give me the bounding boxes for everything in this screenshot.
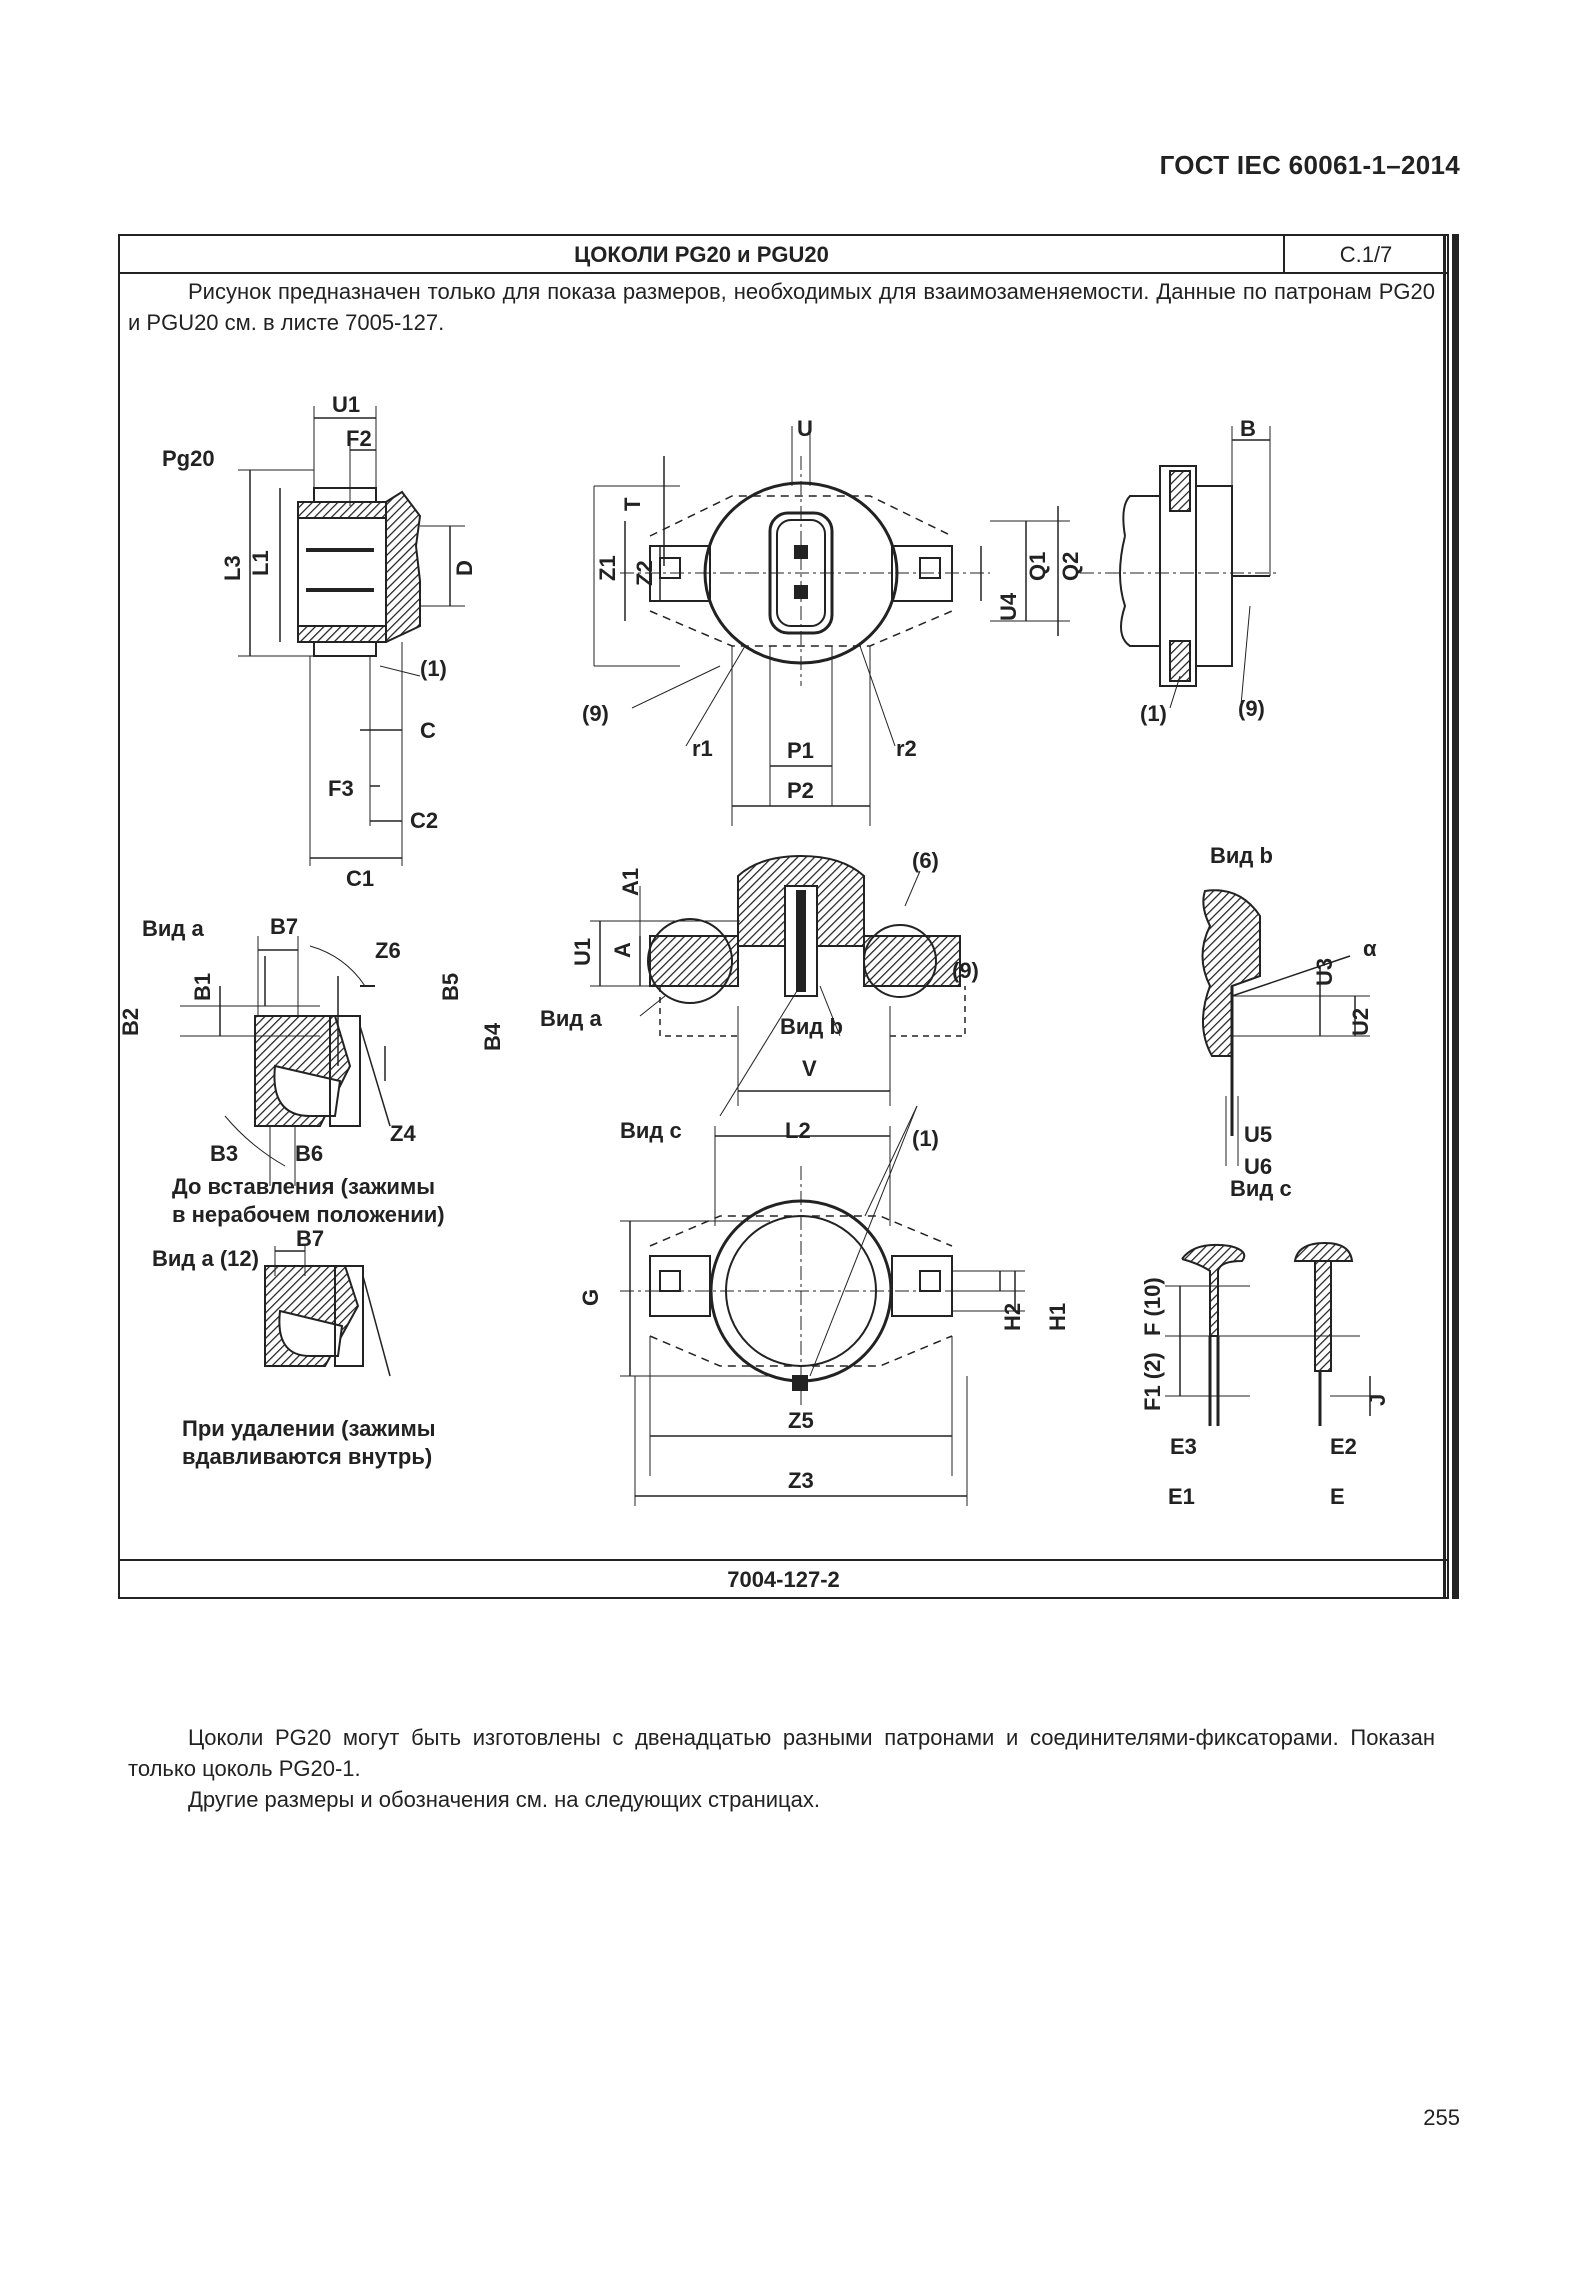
dim-T: T — [620, 497, 645, 511]
dim-F1-2: F1 (2) — [1140, 1352, 1165, 1411]
dim-U6: U6 — [1244, 1154, 1272, 1179]
dim-D: D — [452, 560, 477, 576]
sheet-title: ЦОКОЛИ PG20 и PGU20 — [120, 236, 1285, 272]
label-view-c: Вид с — [1230, 1176, 1292, 1201]
label-on-remove-2: вдавливаются внутрь) — [182, 1444, 432, 1469]
frame-edge-line — [1443, 234, 1446, 1599]
label-view-a: Вид а — [142, 916, 204, 941]
label-view-b: Вид b — [1210, 843, 1273, 868]
view-a-detail — [180, 936, 391, 1186]
dim-G: G — [578, 1289, 603, 1306]
dim-B2: B2 — [120, 1008, 143, 1036]
title-row: ЦОКОЛИ PG20 и PGU20 С.1/7 — [120, 236, 1447, 274]
dim-P1: P1 — [787, 738, 814, 763]
dim-Z5: Z5 — [788, 1408, 814, 1433]
note-1: Цоколи PG20 могут быть изготовлены с две… — [128, 1725, 1435, 1781]
dim-U5: U5 — [1244, 1122, 1272, 1147]
dim-Z2: Z2 — [632, 560, 657, 586]
frame-edge-bar — [1452, 234, 1459, 1599]
end-view — [1080, 426, 1280, 717]
dim-Z4: Z4 — [390, 1121, 416, 1146]
ref-9-end: (9) — [1238, 696, 1265, 721]
dim-B3: B3 — [210, 1141, 238, 1166]
ref-9-top: (9) — [582, 701, 609, 726]
dim-A1: A1 — [618, 868, 643, 896]
dim-F10: F (10) — [1140, 1277, 1165, 1336]
dim-U3: U3 — [1312, 958, 1337, 986]
dim-H2: H2 — [1000, 1303, 1025, 1331]
dim-B5: B5 — [438, 973, 463, 1001]
view-a12-detail — [264, 1246, 391, 1377]
dim-B: B — [1240, 416, 1256, 441]
view-b-detail — [1201, 889, 1370, 1166]
label-before-insert-1: До вставления (зажимы — [172, 1174, 435, 1199]
dim-B4: B4 — [480, 1022, 505, 1051]
label-view-a12: Вид а (12) — [152, 1246, 259, 1271]
ref-6: (6) — [912, 848, 939, 873]
side-view-pg20 — [238, 406, 465, 866]
dim-L2: L2 — [785, 1118, 811, 1143]
dim-V: V — [802, 1056, 817, 1081]
intro-text: Рисунок предназначен только для показа р… — [128, 279, 1435, 335]
dim-Q1: Q1 — [1025, 552, 1050, 581]
dim-L1: L1 — [248, 550, 273, 576]
dim-C2: C2 — [410, 808, 438, 833]
dim-Q2: Q2 — [1058, 552, 1083, 581]
dim-r2: r2 — [896, 736, 917, 761]
sheet-number: С.1/7 — [1339, 242, 1393, 267]
technical-drawing: Pg20 U1 F2 L3 L1 D (1) C F3 C2 C1 U T Z1… — [120, 392, 1390, 1509]
dim-P2: P2 — [787, 778, 814, 803]
dim-B6: B6 — [295, 1141, 323, 1166]
ref-1-end: (1) — [1140, 701, 1167, 726]
label-view-b-section: Вид b — [780, 1014, 843, 1039]
standard-code: ГОСТ IEC 60061-1–2014 — [1159, 150, 1460, 180]
label-before-insert-2: в нерабочем положении) — [172, 1202, 445, 1227]
dim-B1: B1 — [190, 973, 215, 1001]
dim-r1: r1 — [692, 736, 713, 761]
bottom-view — [620, 1105, 1025, 1506]
dim-alpha: α — [1363, 936, 1377, 961]
ref-1-side: (1) — [420, 656, 447, 681]
dim-E1: E1 — [1168, 1484, 1195, 1509]
dim-E2: E2 — [1330, 1434, 1357, 1459]
page-number: 255 — [1423, 2105, 1460, 2130]
dim-H1: H1 — [1045, 1303, 1070, 1331]
label-view-a-section: Вид а — [540, 1006, 602, 1031]
dim-U: U — [797, 416, 813, 441]
sheet-footer-code: 7004-127-2 — [120, 1559, 1447, 1597]
section-view — [590, 854, 966, 1117]
dim-B7: B7 — [270, 914, 298, 939]
sheet-frame: ЦОКОЛИ PG20 и PGU20 С.1/7 Рисунок предна… — [118, 234, 1449, 1812]
dim-A: A — [610, 942, 635, 958]
dim-F2: F2 — [346, 426, 372, 451]
dim-Z6: Z6 — [375, 938, 401, 963]
dim-J: J — [1365, 1394, 1390, 1406]
notes: Цоколи PG20 могут быть изготовлены с две… — [128, 1722, 1435, 1815]
dim-F3: F3 — [328, 776, 354, 801]
label-on-remove-1: При удалении (зажимы — [182, 1416, 436, 1441]
view-c-detail — [1165, 1241, 1380, 1426]
dim-U1-section: U1 — [570, 938, 595, 966]
dim-U1: U1 — [332, 392, 360, 417]
dim-Z1: Z1 — [595, 555, 620, 581]
ref-1-bottom: (1) — [912, 1126, 939, 1151]
note-2: Другие размеры и обозначения см. на след… — [188, 1787, 820, 1812]
dim-C1: C1 — [346, 866, 374, 891]
dim-E: E — [1330, 1484, 1345, 1509]
dim-E3: E3 — [1170, 1434, 1197, 1459]
dim-Z3: Z3 — [788, 1468, 814, 1493]
dim-C: C — [420, 718, 436, 743]
ref-9-section: (9) — [952, 958, 979, 983]
dim-U4: U4 — [996, 592, 1021, 621]
dim-B7-a12: B7 — [296, 1226, 324, 1251]
top-view — [593, 426, 1070, 826]
dim-U2: U2 — [1348, 1008, 1373, 1036]
label-pg20: Pg20 — [162, 446, 215, 471]
dim-L3: L3 — [220, 555, 245, 581]
label-view-c-section: Вид с — [620, 1118, 682, 1143]
